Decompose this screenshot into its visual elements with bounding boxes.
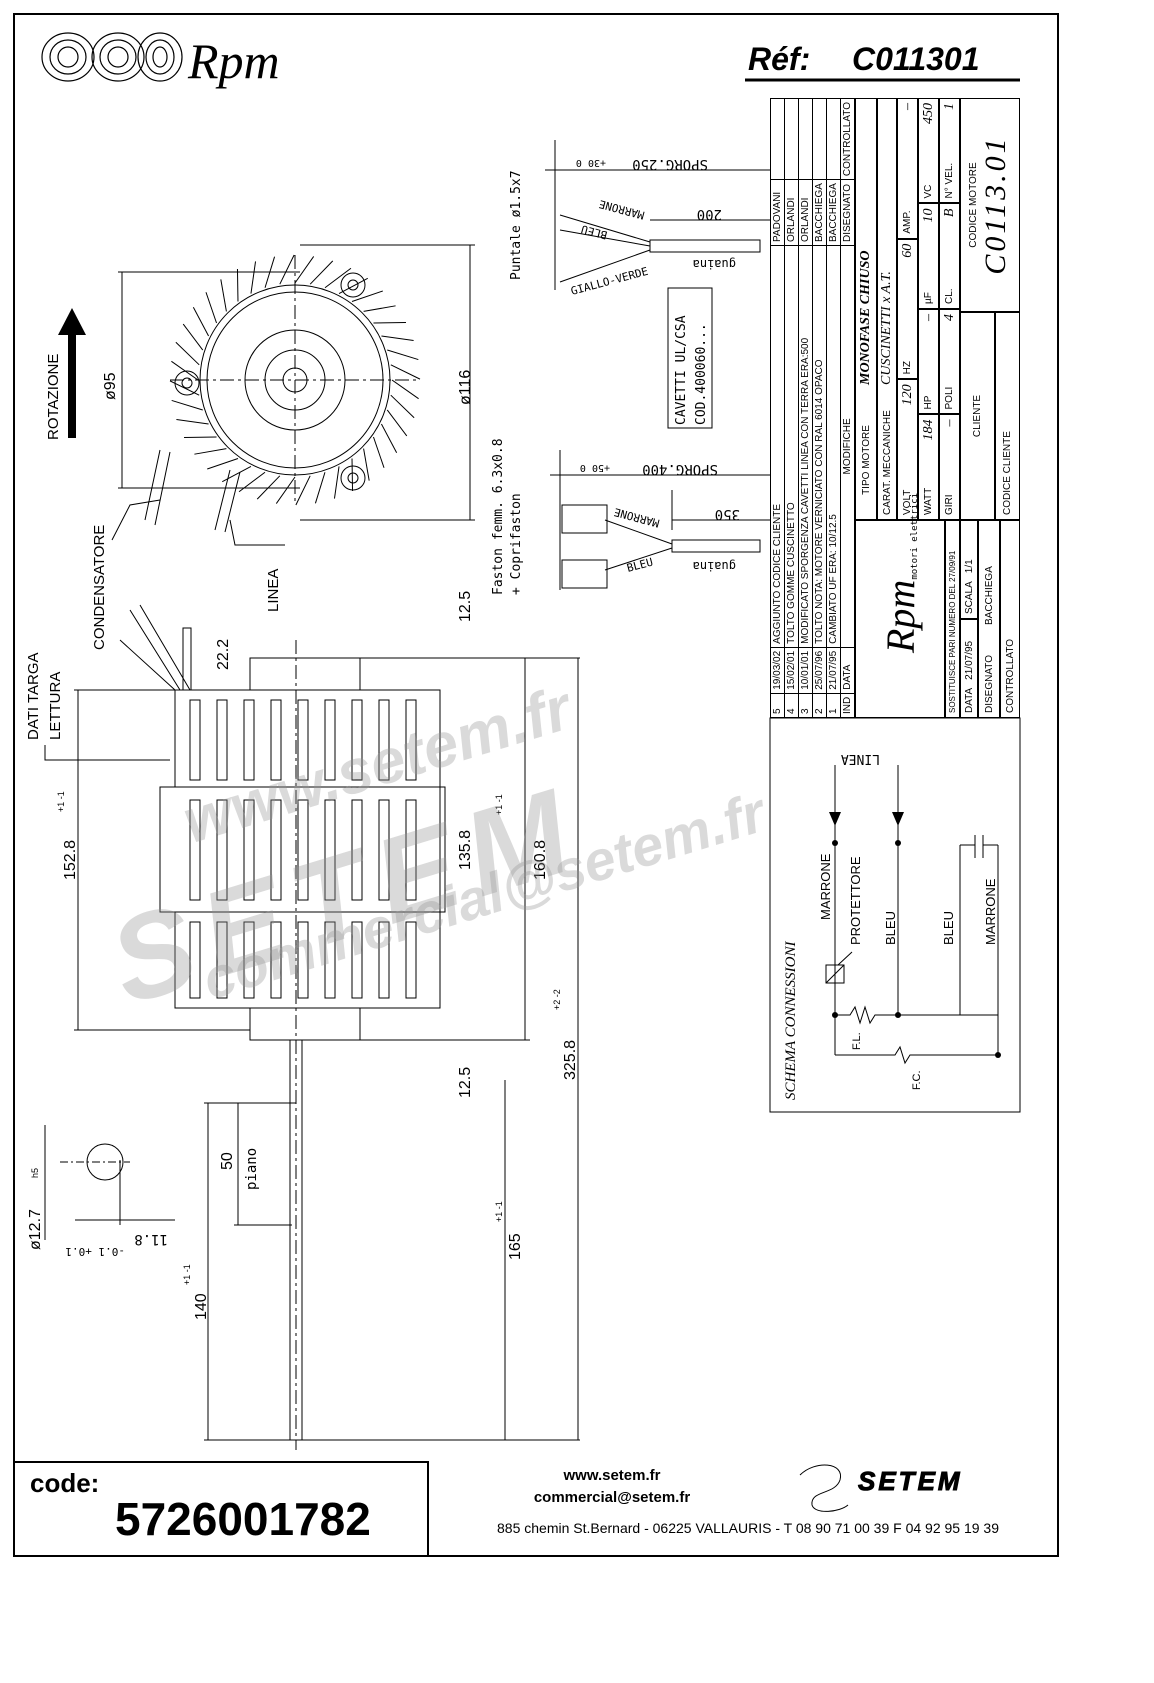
svg-text:SETEM: SETEM — [858, 1466, 963, 1496]
svg-text:200: 200 — [697, 206, 722, 222]
dim-top-gap: 12.5 — [457, 591, 474, 622]
dim-flat: 50 — [219, 1152, 236, 1170]
svg-text:+ Coprifaston: + Coprifaston — [509, 493, 524, 595]
footer-address: 885 chemin St.Bernard - 06225 VALLAURIS … — [497, 1520, 999, 1536]
svg-text:+50 0: +50 0 — [580, 462, 610, 473]
line-cable-detail: SPORG.250 +30 0 200 MARRONE BLEU GIALLO-… — [509, 140, 770, 429]
rpm-title-logo: Rpm motori elettrici — [855, 493, 945, 718]
dim-shaft-out: 140 — [193, 1293, 210, 1320]
svg-text:CAVETTI UL/CSA: CAVETTI UL/CSA — [674, 315, 689, 425]
svg-text:PROTETTORE: PROTETTORE — [848, 856, 863, 945]
rpm-logo: Rpm — [41, 32, 280, 89]
setem-logo: SETEM — [799, 1464, 963, 1512]
flat-label: piano — [244, 1148, 260, 1190]
footer-site[interactable]: www.setem.fr — [563, 1467, 661, 1484]
reading-label: LETTURA — [47, 672, 64, 740]
svg-text:BLEU: BLEU — [941, 911, 956, 945]
svg-text:+1 -1: +1 -1 — [56, 791, 66, 812]
dim-body: 135.8 — [457, 830, 474, 870]
svg-text:SPORG.250: SPORG.250 — [632, 156, 708, 172]
spec-cell: N° VEL.1 — [939, 98, 960, 204]
shaft-flat: 11.8 — [134, 1231, 168, 1247]
footer-email[interactable]: commercial@setem.fr — [534, 1489, 691, 1506]
svg-text:MARRONE: MARRONE — [818, 853, 833, 920]
front-view: ø95 ø116 ROTAZIONE CONDENSATORE LINEA — [45, 244, 475, 650]
svg-text:Faston femm. 6.3x0.8: Faston femm. 6.3x0.8 — [491, 438, 506, 595]
spec-cell: GIRI– — [939, 414, 960, 520]
svg-text:SPORG.400: SPORG.400 — [642, 461, 718, 477]
svg-text:MARRONE: MARRONE — [598, 197, 646, 222]
spec-cell: HP– — [918, 309, 939, 415]
code-box — [13, 1461, 429, 1557]
code-value: 5726001782 — [115, 1493, 371, 1545]
motor-code: C0113.01 — [978, 135, 1012, 275]
connection-schema: SCHEMA CONNESSIONI LINEA MARRONE PROTETT… — [769, 717, 1021, 1113]
svg-text:-0.1 +0.1: -0.1 +0.1 — [65, 1245, 125, 1258]
svg-text:MARRONE: MARRONE — [613, 505, 661, 530]
plate-label: DATI TARGA — [25, 652, 42, 740]
svg-text:+2 -2: +2 -2 — [552, 989, 562, 1010]
dim-total: 325.8 — [562, 1040, 579, 1080]
capacitor-cable-detail: SPORG.400 +50 0 350 MARRONE BLEU guaina … — [491, 438, 770, 595]
spec-cell: AMP.– — [897, 98, 918, 239]
dim-dia116: ø116 — [457, 370, 474, 405]
svg-text:COD.400060...: COD.400060... — [694, 323, 709, 425]
svg-text:guaina: guaina — [693, 257, 736, 271]
spec-cell: CL.B — [939, 203, 960, 309]
dim-dia95: ø95 — [102, 372, 119, 400]
side-view: DATI TARGA LETTURA 152.8 +1 -1 22.2 135.… — [25, 591, 580, 1450]
rotation-label: ROTAZIONE — [45, 354, 62, 440]
ref-label: Réf: — [748, 41, 810, 77]
svg-text:BLEU: BLEU — [625, 555, 654, 574]
dim-length: 152.8 — [62, 840, 79, 880]
svg-text:F.C.: F.C. — [911, 1070, 923, 1090]
svg-text:350: 350 — [715, 506, 740, 522]
svg-text:F.L.: F.L. — [851, 1032, 863, 1050]
svg-text:+30 0: +30 0 — [576, 157, 606, 168]
brand-text: Rpm — [187, 33, 280, 89]
line-label: LINEA — [265, 569, 282, 612]
svg-text:+1 -1: +1 -1 — [494, 794, 504, 815]
svg-text:LINEA: LINEA — [841, 751, 880, 766]
condenser-label: CONDENSATORE — [91, 525, 108, 650]
svg-text:guaina: guaina — [693, 559, 736, 573]
drawing-frame — [13, 13, 1059, 1557]
ref-value: C011301 — [852, 41, 980, 77]
svg-text:+1 -1: +1 -1 — [182, 1264, 192, 1285]
svg-text:+1 -1: +1 -1 — [494, 1201, 504, 1222]
svg-text:h5: h5 — [30, 1168, 40, 1178]
schema-title: SCHEMA CONNESSIONI — [783, 941, 799, 1100]
code-label: code: — [30, 1468, 99, 1498]
dim-shaft: 165 — [507, 1233, 524, 1260]
svg-text:Puntale ø1.5x7: Puntale ø1.5x7 — [509, 170, 524, 280]
dim-cap: 22.2 — [215, 639, 232, 670]
svg-text:GIALLO-VERDE: GIALLO-VERDE — [569, 265, 649, 298]
shaft-diameter: ø12.7 — [27, 1209, 44, 1250]
dim-bottom-gap: 12.5 — [457, 1067, 474, 1098]
svg-text:BLEU: BLEU — [883, 911, 898, 945]
svg-text:MARRONE: MARRONE — [983, 878, 998, 945]
dim-overall-body: 160.8 — [532, 840, 549, 880]
rotation-arrow-icon — [58, 308, 86, 335]
